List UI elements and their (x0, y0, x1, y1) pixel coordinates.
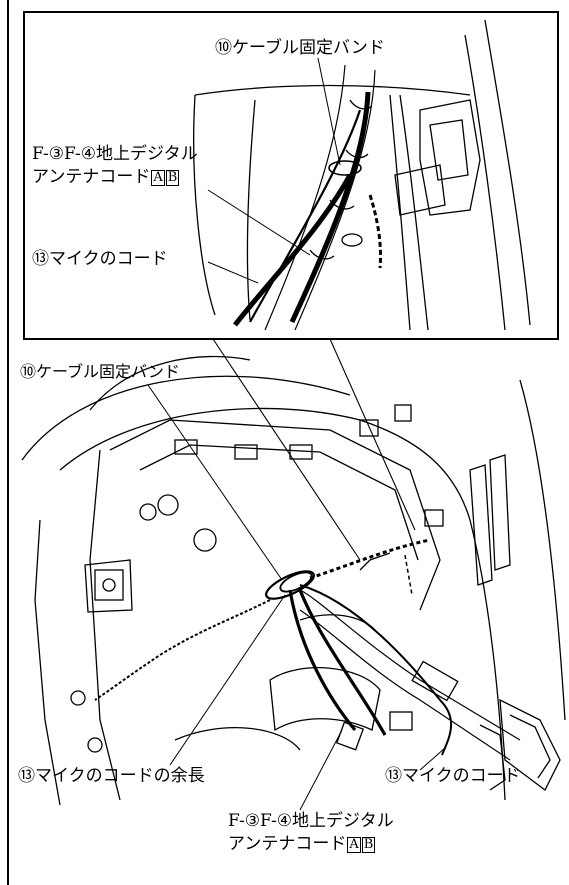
page-left-rule (7, 0, 9, 885)
inset-connector-box (394, 164, 446, 216)
main-antenna-label-line1: F-③F-④地上デジタル (228, 811, 394, 831)
inset-right-panel (464, 34, 506, 331)
inset-mic-label: ⑬マイクのコード (32, 249, 168, 269)
main-mic-loop (265, 570, 315, 600)
main-band-label: ⑩ケーブル固定バンド (20, 362, 180, 381)
inset-antenna-tag-b: B (165, 170, 180, 186)
main-slack-leader (169, 594, 286, 766)
main-mic-cord (299, 584, 453, 756)
inset-mic-leader (207, 261, 259, 284)
main-antenna-leader (299, 729, 343, 811)
main-antenna-tag-b: B (361, 837, 376, 853)
inset-dash-left (193, 94, 216, 316)
main-antenna-cord-a (288, 589, 357, 732)
inset-band-leader (317, 57, 341, 166)
main-boss-left (139, 503, 157, 521)
main-connector-right (499, 698, 561, 791)
main-mic-slack (94, 599, 271, 701)
main-left-clip (94, 569, 124, 601)
main-center-frame (109, 419, 441, 611)
inset-antenna-tag-a: A (151, 170, 165, 186)
inset-frame (23, 11, 559, 340)
main-band-leader (147, 384, 283, 581)
main-dash-top (21, 375, 351, 461)
main-harness-sleeve (411, 660, 459, 702)
inset-band-label: ⑩ケーブル固定バンド (215, 38, 385, 58)
inset-cable-band (328, 160, 362, 176)
inset-bracket (419, 99, 481, 216)
inset-dash-top (194, 84, 471, 96)
main-antenna-tag-a: A (347, 837, 361, 853)
main-harness (299, 589, 521, 741)
inset-inner-left (246, 99, 256, 321)
inset-antenna-label-line1: F-③F-④地上デジタル (32, 144, 198, 164)
main-right-slot (489, 454, 511, 571)
main-lower-duct (269, 667, 381, 732)
inset-antenna-leader (207, 189, 311, 256)
inset-callout-lines (212, 338, 416, 561)
main-antenna-cord-b (298, 589, 387, 736)
main-mic-leader (419, 747, 446, 771)
main-left-frame (89, 449, 121, 801)
main-mic-slack-label: ⑬マイクのコードの余長 (18, 766, 205, 786)
inset-detail-view (23, 11, 559, 340)
inset-right-panel-2 (484, 19, 531, 326)
main-dashboard-view (21, 355, 566, 811)
main-dash-right (469, 519, 506, 801)
main-mic-label: ⑬マイクのコード (385, 766, 521, 786)
main-cable-band (279, 571, 313, 593)
